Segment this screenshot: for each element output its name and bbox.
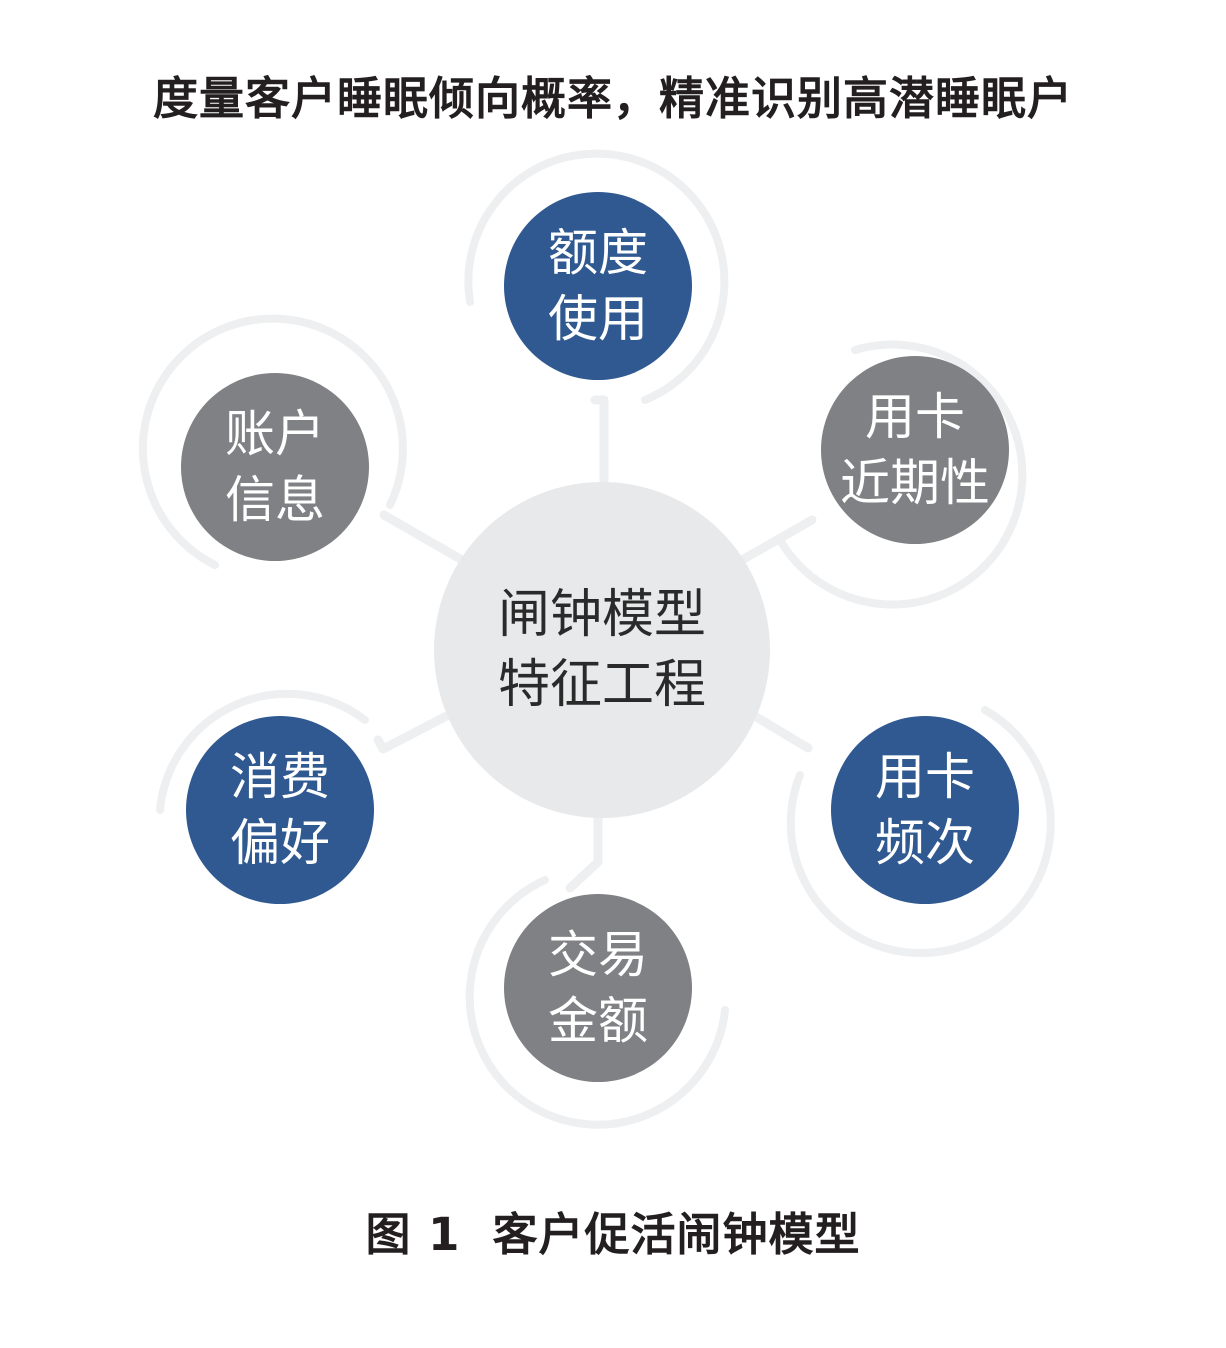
figure-title: 客户促活闹钟模型 xyxy=(492,1208,861,1261)
center-label-line2: 特征工程 xyxy=(497,655,706,715)
ring-consumption-preference xyxy=(156,689,369,814)
node-circle-account-info xyxy=(181,373,369,561)
node-label-line2: 金额 xyxy=(548,992,648,1050)
node-label-line2: 偏好 xyxy=(230,814,330,872)
node-circle-transaction-amount xyxy=(504,894,692,1082)
headline: 度量客户睡眠倾向概率，精准识别高潜睡眠户 xyxy=(152,72,1073,125)
outer-rings xyxy=(138,149,1055,1129)
node-label-line1: 交易 xyxy=(548,926,648,984)
node-circle-card-frequency xyxy=(831,716,1019,904)
node-label-line2: 使用 xyxy=(548,290,648,348)
connector-account-info xyxy=(379,510,467,565)
node-label-line1: 消费 xyxy=(230,748,330,806)
figure-number: 图 1 xyxy=(365,1208,461,1261)
node-label-account-info: 账户 信息 xyxy=(175,401,375,533)
node-label-line2: 信息 xyxy=(225,471,325,529)
ring-quota-usage xyxy=(464,149,729,404)
center-label: 闸钟模型 特征工程 xyxy=(452,580,752,720)
node-label-line1: 用卡 xyxy=(865,388,965,446)
node-label-consumption-preference: 消费 偏好 xyxy=(180,744,380,876)
connector-quota-usage xyxy=(590,395,609,505)
node-label-transaction-amount: 交易 金额 xyxy=(498,922,698,1054)
node-label-card-frequency: 用卡 频次 xyxy=(825,744,1025,876)
node-label-quota-usage: 额度 使用 xyxy=(498,220,698,352)
node-label-line1: 用卡 xyxy=(875,748,975,806)
ring-transaction-amount xyxy=(465,876,729,1129)
connector-consumption-preference xyxy=(373,703,467,754)
figure-caption: 图 1 客户促活闹钟模型 xyxy=(0,1198,1226,1263)
ring-account-info xyxy=(138,314,407,569)
node-label-line2: 频次 xyxy=(875,814,975,872)
node-circle-consumption-preference xyxy=(186,716,374,904)
center-circle xyxy=(434,482,770,818)
node-circle-quota-usage xyxy=(504,192,692,380)
node-label-card-recency: 用卡 近期性 xyxy=(815,384,1015,516)
node-label-line1: 账户 xyxy=(225,405,325,463)
node-label-line1: 额度 xyxy=(548,224,648,282)
node-label-line2: 近期性 xyxy=(840,454,990,512)
ring-card-frequency xyxy=(786,706,1055,958)
connector-transaction-amount xyxy=(565,801,603,893)
center-label-line1: 闸钟模型 xyxy=(497,585,706,645)
ring-card-recency xyxy=(776,340,1027,609)
node-circle-card-recency xyxy=(821,356,1009,544)
